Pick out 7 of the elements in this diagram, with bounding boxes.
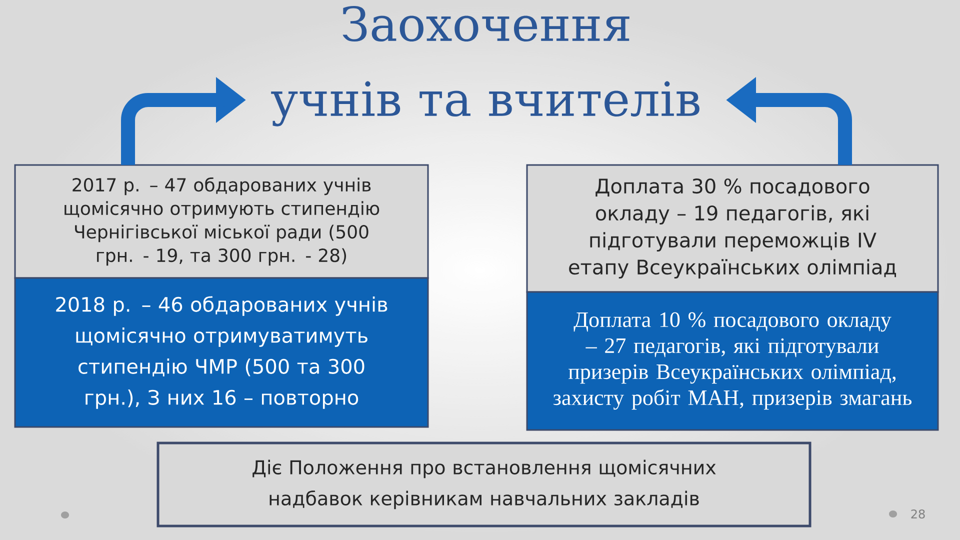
info-box: Доплата 30 % посадового окладу – 19 педагогів, які підготували переможців IV етапу Всеукраїнських олімпіад <box>526 164 939 293</box>
info-box: 2017 р. – 47 обдарованих учнів щомісячно отримують стипендію Чернігівської міської ради (500 грн. - 19, та 300 грн. - 28) <box>14 164 429 279</box>
page-number: 28 <box>911 509 925 519</box>
info-box: Доплата 10 % посадового окладу – 27 педагогів, які підготували призерів Всеукраїнських олімпіад, захисту робіт МАН, призерів змагань <box>526 291 939 431</box>
slide-title: Заохочення учнів та вчителів <box>271 6 700 126</box>
note-box: Діє Положення про встановлення щомісячних надбавок керівникам навчальних закладів <box>156 442 812 528</box>
info-box: 2018 р. – 46 обдарованих учнів щомісячно отримуватимуть стипендію ЧМР (500 та 300 грн.), З них 16 – повторно <box>14 277 429 428</box>
